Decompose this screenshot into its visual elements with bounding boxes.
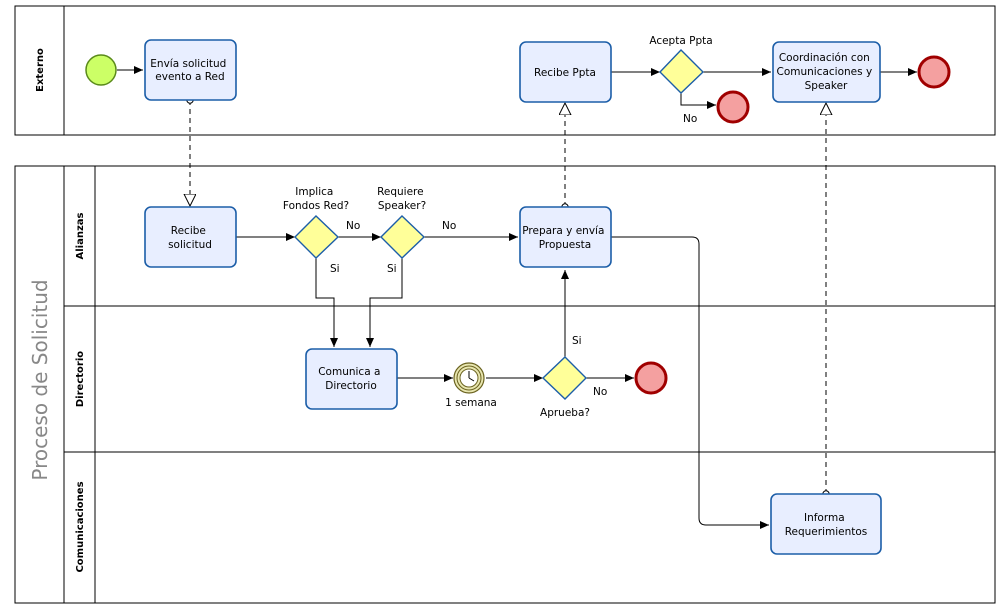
task-comunica [305, 348, 398, 410]
label-no-acepta: No [683, 113, 697, 125]
end-event-no-aprueba [634, 361, 668, 395]
gateway-implica [294, 215, 340, 259]
timer-event [453, 362, 485, 394]
task-informa [770, 493, 882, 555]
task-coordinacion [772, 41, 881, 103]
pool-externo-label: Externo [35, 48, 46, 92]
timer-label: 1 semana [445, 397, 497, 409]
gateway-aprueba [541, 356, 587, 400]
label-si-aprueba: Si [572, 335, 582, 347]
flow-requiere-comunica [366, 258, 403, 347]
label-no-aprueba: No [593, 386, 607, 398]
task-recibe-solicitud-label: Recibe solicitud [168, 225, 212, 251]
start-event [85, 54, 117, 86]
tasks: Envía solicitud evento a Red Recibe Ppta… [144, 39, 882, 555]
gateway-acepta-label: Acepta Ppta [649, 35, 712, 47]
flow-implica-comunica [315, 258, 338, 347]
task-prepara [519, 206, 612, 268]
pool-proceso-title: Proceso de Solicitud [28, 279, 52, 480]
label-no-implica: No [346, 220, 360, 232]
end-event-coordinacion [917, 55, 951, 89]
events [85, 54, 951, 395]
lane-alianzas-label: Alianzas [75, 212, 86, 259]
gateway-aprueba-label: Aprueba? [540, 407, 590, 419]
gateway-requiere-label: Requiere Speaker? [377, 186, 427, 212]
label-si-requiere: Si [387, 263, 397, 275]
flow-labels: No No Si No Si Si No [330, 113, 697, 398]
gateways [294, 48, 705, 400]
gateway-requiere [380, 215, 426, 259]
message-flows [190, 100, 826, 494]
task-envia [144, 39, 237, 101]
task-coordinacion-label: Coordinación con Comunicaciones y Speake… [776, 52, 875, 92]
task-recibe-solicitud [144, 206, 237, 268]
gateway-implica-label: Implica Fondos Red? [283, 186, 349, 212]
task-recibe-ppta [519, 41, 612, 103]
task-recibe-ppta-label: Recibe Ppta [534, 67, 596, 79]
lane-directorio-label: Directorio [75, 351, 86, 407]
task-prepara-label: Prepara y envía Propuesta [522, 225, 607, 251]
lane-comunicaciones-label: Comunicaciones [75, 481, 86, 572]
flow-acepta-no [680, 93, 716, 109]
sequence-flows [117, 66, 917, 529]
label-si-implica: Si [330, 263, 340, 275]
task-informa-label: Informa Requerimientos [785, 512, 868, 538]
label-no-requiere: No [442, 220, 456, 232]
task-comunica-label: Comunica a Directorio [318, 366, 384, 392]
gateway-labels: Acepta Ppta Implica Fondos Red? Requiere… [283, 35, 713, 419]
gateway-acepta [659, 48, 705, 94]
flow-prepara-informa [611, 236, 769, 529]
task-envia-label: Envía solicitud evento a Red [150, 58, 229, 83]
end-event-no-acepta [716, 90, 750, 124]
